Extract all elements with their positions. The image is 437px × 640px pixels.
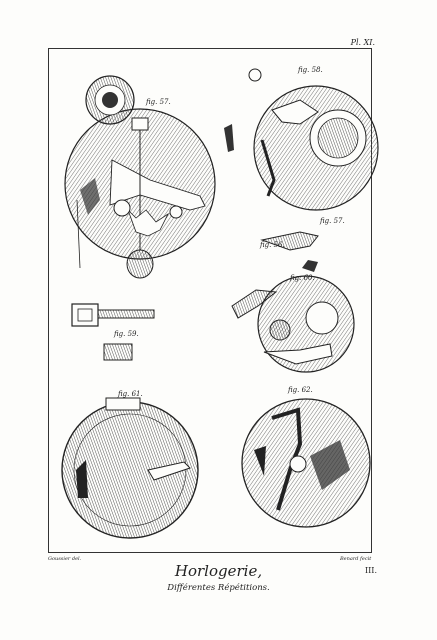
plate-page-number: III.: [364, 566, 377, 575]
fig-label-59: fig. 59.: [114, 330, 139, 338]
fig-label-58: fig. 58.: [298, 66, 323, 74]
fig-label-60: fig. 60.: [290, 274, 315, 282]
fig-label-62: fig. 62.: [288, 386, 313, 394]
figure-62-movement: [241, 398, 371, 528]
plate-title: Horlogerie,: [174, 562, 263, 580]
fig-label-61: fig. 61.: [118, 390, 143, 398]
figure-57-movement: [64, 75, 216, 279]
fig-label-57: fig. 57.: [146, 98, 171, 106]
figure-59-key: [71, 303, 155, 361]
fig-label-57b: fig. 57.: [320, 217, 345, 225]
plate-frame: [48, 48, 372, 553]
plate-number: Pl. XI.: [350, 38, 375, 47]
figure-56-57-parts: [260, 231, 319, 272]
plate-subtitle: Différentes Répétitions.: [167, 583, 270, 593]
figure-58-movement: [224, 68, 379, 211]
figure-61-case: [61, 397, 199, 539]
fig-label-56: fig. 56.: [260, 241, 285, 249]
credit-engraver: Benard fecit: [340, 556, 372, 562]
figure-60-movement: [231, 275, 355, 373]
credit-draftsman: Goussier del.: [48, 556, 82, 562]
